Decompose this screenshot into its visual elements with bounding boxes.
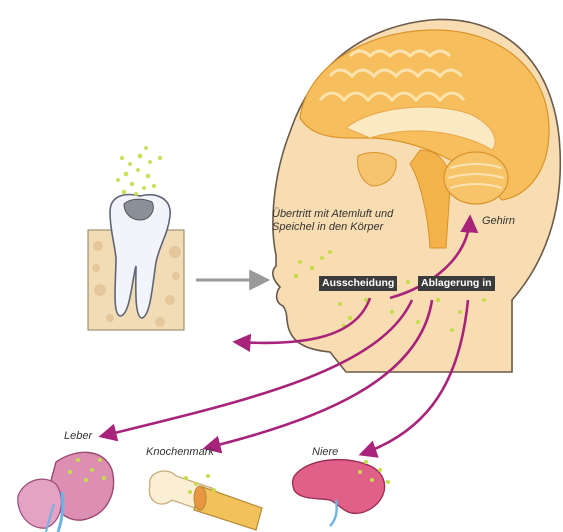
transfer-label: Übertritt mit Atemluft und Speichel in d…: [272, 208, 424, 234]
deposition-tag: Ablagerung in: [418, 276, 495, 291]
excretion-tag: Ausscheidung: [319, 276, 397, 291]
brain-label: Gehirn: [482, 215, 515, 228]
cerebellum: [444, 152, 508, 204]
liver-illustration: [18, 452, 114, 532]
kidney-illustration: [293, 460, 390, 526]
bone-marrow-label: Knochenmark: [146, 446, 214, 459]
liver-label: Leber: [64, 430, 92, 443]
kidney-label: Niere: [312, 446, 338, 459]
mercury-vapor-dots: [116, 146, 162, 196]
bone-marrow-illustration: [149, 471, 262, 530]
